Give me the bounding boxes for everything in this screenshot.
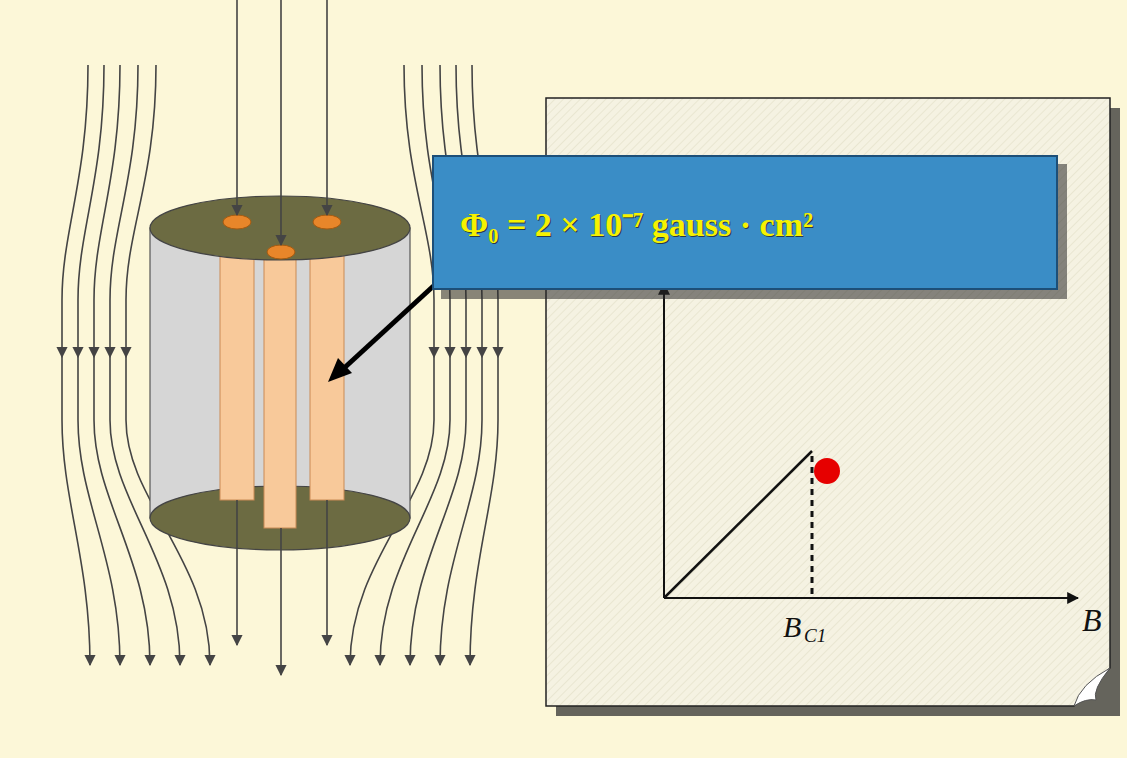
axis-label: B: [1082, 604, 1102, 636]
axis-symbol: B: [783, 612, 801, 642]
axis-subscript: C1: [804, 626, 826, 645]
flux-lines: [237, 0, 327, 675]
callout-arrow: [328, 280, 440, 382]
magnetization-graph: [664, 284, 1078, 598]
flux-quantum-text: Φ₀ = 2 × 10⁻⁷ gauss · cm²: [460, 200, 813, 246]
superconductor-cylinder: [150, 196, 410, 550]
callout-box: Φ₀ = 2 × 10⁻⁷ gauss · cm²: [432, 155, 1058, 290]
